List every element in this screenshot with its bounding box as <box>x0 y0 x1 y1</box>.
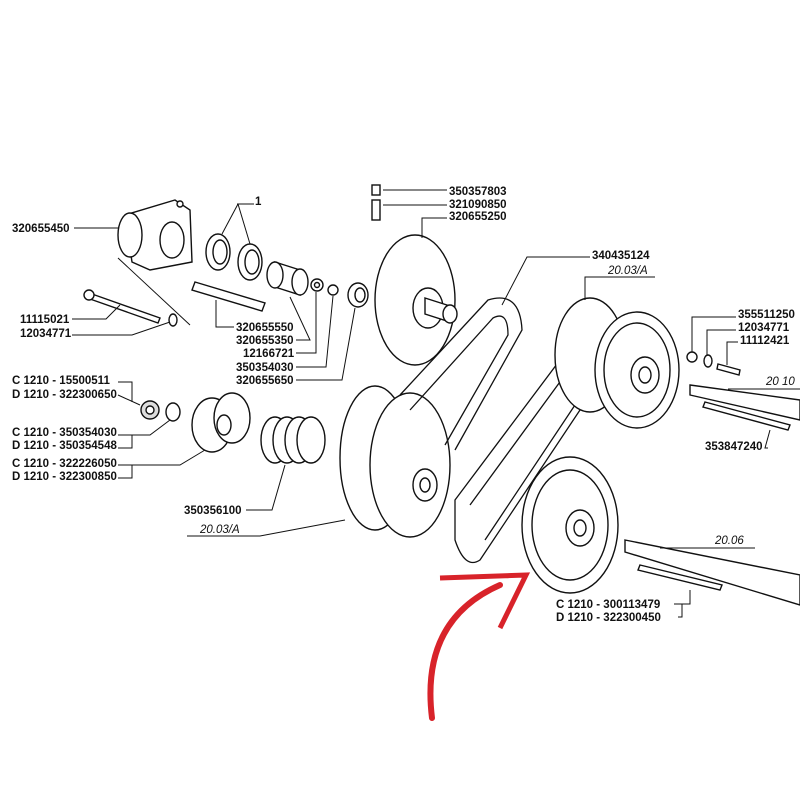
spring-cup <box>191 392 251 453</box>
label-washer-small: 350354030 <box>236 362 294 374</box>
label-c-key: C 1210 - 300113479 <box>556 599 660 611</box>
label-bush: 320655350 <box>236 335 294 347</box>
label-belt: 340435124 <box>592 250 650 262</box>
label-tube: 320655550 <box>236 322 294 334</box>
leader-lines <box>72 189 800 618</box>
grease-nipple <box>371 184 381 221</box>
seal-rings <box>205 233 263 281</box>
label-d-washer: D 1210 - 350354548 <box>12 440 117 452</box>
label-grease-nipple: 350357803 <box>449 186 507 198</box>
bolt-part <box>83 289 178 327</box>
label-nut-small: 12166721 <box>243 348 295 360</box>
red-highlight-arrow <box>427 572 531 721</box>
bush-part <box>266 261 309 296</box>
label-nipple-adapter: 321090850 <box>449 199 507 211</box>
spring <box>260 416 326 464</box>
ref-right: 20.03/A <box>607 265 648 277</box>
label-group-1: 1 <box>255 196 262 208</box>
label-d-key: D 1210 - 322300450 <box>556 612 661 624</box>
ref-left: 20.03/A <box>199 524 240 536</box>
ref-shaft-lower: 20.06 <box>714 535 744 547</box>
upper-shaft <box>689 384 800 431</box>
label-c-cup: C 1210 - 322226050 <box>12 458 117 470</box>
left-pulley <box>339 385 451 538</box>
label-bolt-washer: 12034771 <box>20 328 72 340</box>
lower-shaft <box>624 539 800 606</box>
ref-shaft-upper: 20 10 <box>765 376 795 388</box>
label-housing: 320655450 <box>12 223 70 235</box>
label-d-cup: D 1210 - 322300850 <box>12 471 117 483</box>
label-c-washer: C 1210 - 350354030 <box>12 427 117 439</box>
label-bolt: 11115021 <box>20 314 70 326</box>
tube-part <box>191 281 266 312</box>
label-spring-cup: 320655650 <box>236 375 294 387</box>
lower-pulley <box>521 456 619 594</box>
label-washer-right: 12034771 <box>738 322 790 334</box>
label-spring: 350356100 <box>184 505 242 517</box>
label-key-upper: 353847240 <box>705 441 763 453</box>
label-pulley-half: 320655250 <box>449 211 507 223</box>
label-d-nut: D 1210 - 322300650 <box>12 389 117 401</box>
label-c-nut: C 1210 - 15500511 <box>12 375 110 387</box>
housing-part <box>117 199 193 271</box>
label-spacer: 355511250 <box>738 309 795 321</box>
right-upper-pulley <box>554 297 680 429</box>
label-screw-right: 11112421 <box>740 335 790 347</box>
pulley-half <box>374 234 458 366</box>
